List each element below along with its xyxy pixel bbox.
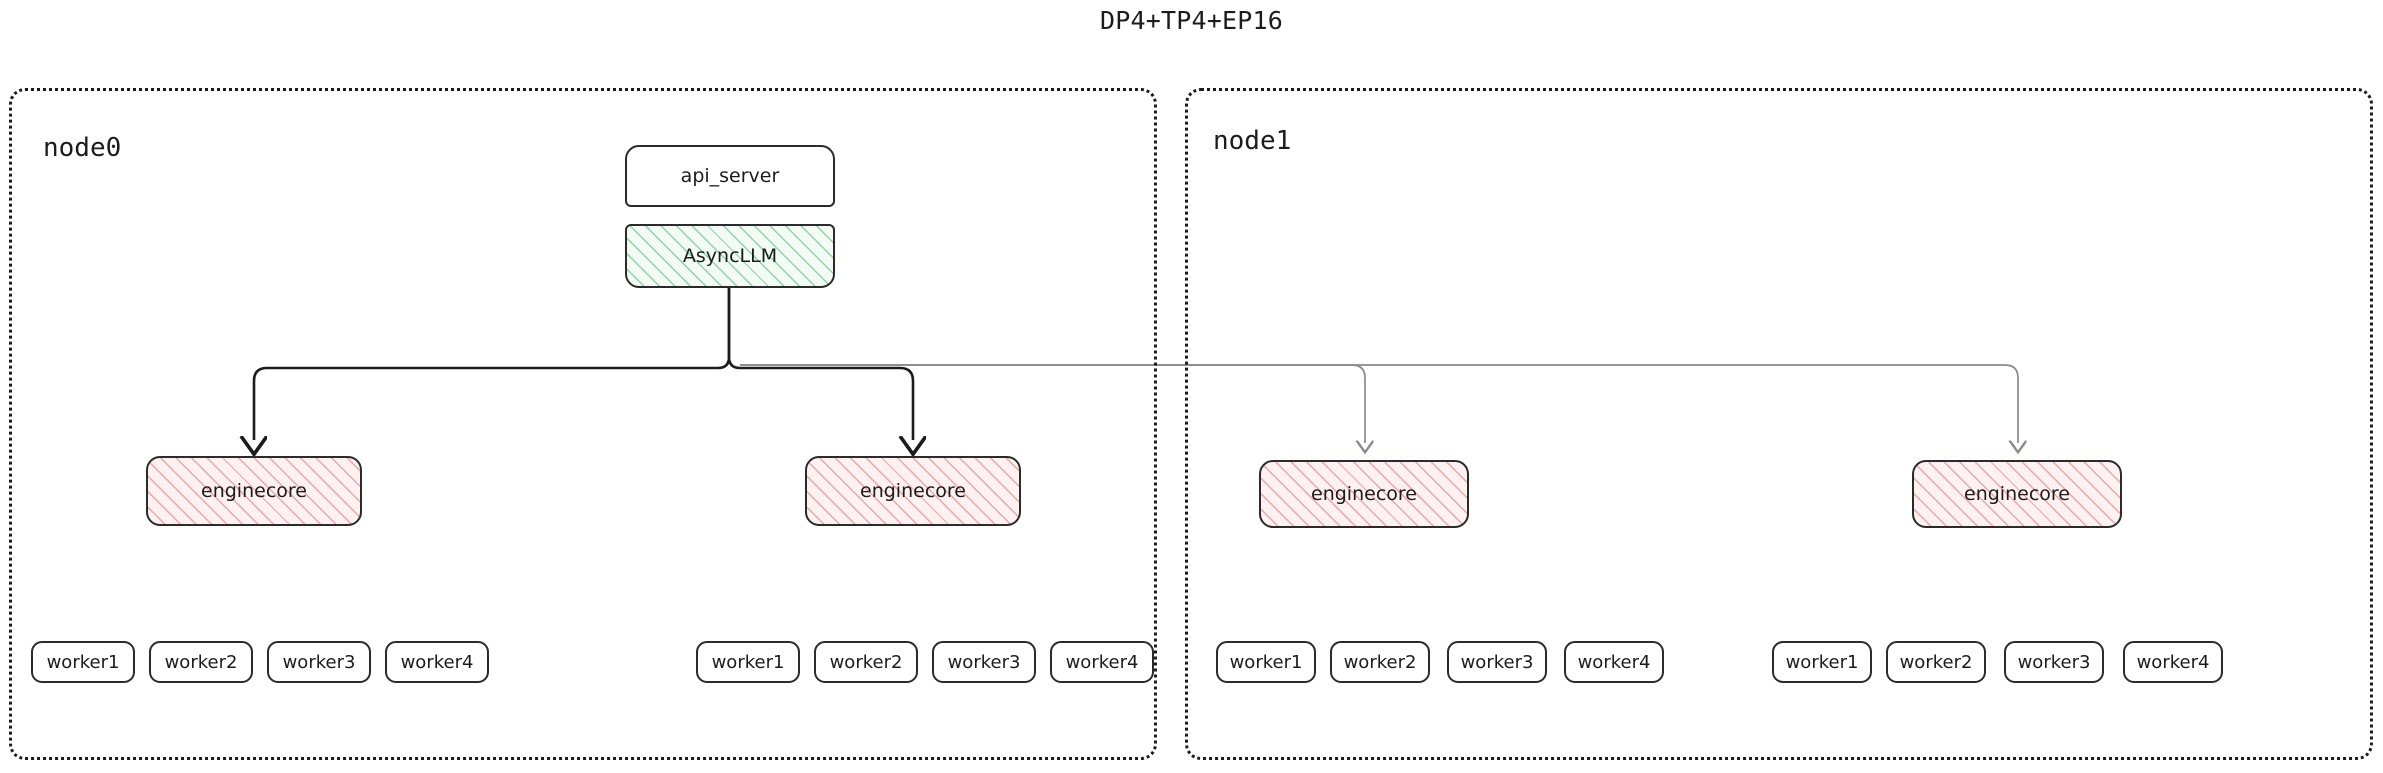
enginecore-label: enginecore: [860, 480, 966, 502]
worker-node[interactable]: worker1: [696, 641, 800, 683]
enginecore-label: enginecore: [201, 480, 307, 502]
worker-node[interactable]: worker3: [1447, 641, 1547, 683]
worker-label: worker3: [2017, 651, 2091, 673]
worker-label: worker2: [1343, 651, 1417, 673]
api-server-label: api_server: [680, 165, 780, 187]
worker-label: worker4: [400, 651, 474, 673]
node-container-node1: [1185, 88, 2373, 760]
enginecore-node[interactable]: enginecore: [805, 456, 1021, 526]
worker-node[interactable]: worker3: [267, 641, 371, 683]
worker-label: worker1: [711, 651, 785, 673]
node-label-node1: node1: [1213, 126, 1292, 156]
worker-label: worker2: [164, 651, 238, 673]
worker-label: worker3: [947, 651, 1021, 673]
worker-label: worker2: [1899, 651, 1973, 673]
async-llm-label: AsyncLLM: [682, 245, 778, 267]
enginecore-label: enginecore: [1311, 483, 1417, 505]
worker-label: worker4: [1577, 651, 1651, 673]
enginecore-node[interactable]: enginecore: [1259, 460, 1469, 528]
worker-label: worker4: [2136, 651, 2210, 673]
worker-label: worker1: [46, 651, 120, 673]
worker-label: worker3: [282, 651, 356, 673]
worker-node[interactable]: worker2: [149, 641, 253, 683]
page-title: DP4+TP4+EP16: [1099, 6, 1283, 35]
worker-label: worker4: [1065, 651, 1139, 673]
worker-node[interactable]: worker4: [2123, 641, 2223, 683]
node-label-node0: node0: [43, 133, 122, 163]
worker-node[interactable]: worker2: [1886, 641, 1986, 683]
worker-node[interactable]: worker2: [814, 641, 918, 683]
worker-node[interactable]: worker3: [932, 641, 1036, 683]
worker-node[interactable]: worker1: [1216, 641, 1316, 683]
worker-label: worker2: [829, 651, 903, 673]
worker-node[interactable]: worker4: [1564, 641, 1664, 683]
worker-node[interactable]: worker4: [1050, 641, 1154, 683]
node-container-node0: [9, 88, 1157, 760]
enginecore-node[interactable]: enginecore: [1912, 460, 2122, 528]
worker-label: worker3: [1460, 651, 1534, 673]
api-server-node[interactable]: api_server: [625, 145, 835, 207]
enginecore-node[interactable]: enginecore: [146, 456, 362, 526]
worker-label: worker1: [1785, 651, 1859, 673]
worker-node[interactable]: worker1: [1772, 641, 1872, 683]
worker-label: worker1: [1229, 651, 1303, 673]
enginecore-label: enginecore: [1964, 483, 2070, 505]
worker-node[interactable]: worker3: [2004, 641, 2104, 683]
async-llm-node[interactable]: AsyncLLM: [625, 224, 835, 288]
worker-node[interactable]: worker2: [1330, 641, 1430, 683]
worker-node[interactable]: worker4: [385, 641, 489, 683]
worker-node[interactable]: worker1: [31, 641, 135, 683]
